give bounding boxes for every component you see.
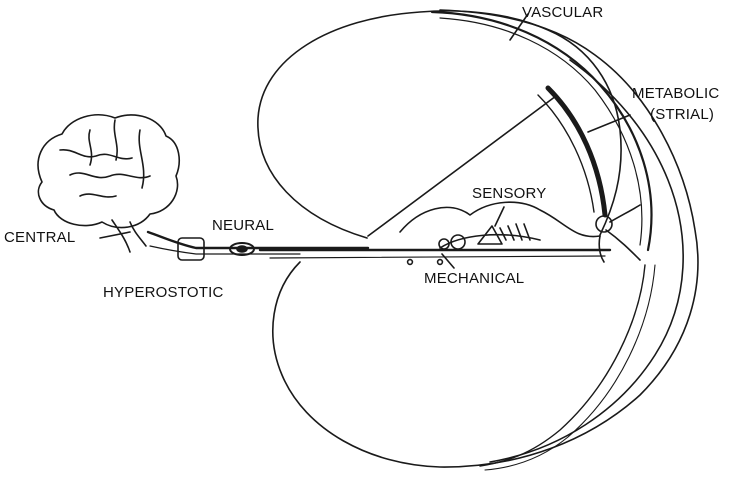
label-neural: NEURAL xyxy=(212,215,274,236)
cochlea-lower-lobe xyxy=(273,10,698,467)
sensory-leader xyxy=(495,207,504,226)
mechanical-dot-1 xyxy=(408,260,413,265)
central-leader xyxy=(100,232,130,238)
lower-vascular-band-2 xyxy=(485,265,655,470)
organ-of-corti-base xyxy=(440,235,540,248)
label-sensory: SENSORY xyxy=(472,183,546,204)
neural-lesion-core xyxy=(237,246,247,252)
lower-vascular-band xyxy=(480,265,645,466)
label-metabolic: METABOLIC xyxy=(632,83,719,104)
hair-cell-3 xyxy=(516,224,522,240)
label-vascular: VASCULAR xyxy=(522,2,603,23)
metabolic-leader xyxy=(588,115,630,132)
organ-of-corti xyxy=(400,202,600,236)
mechanical-dot-2 xyxy=(438,260,443,265)
vascular-band xyxy=(432,12,651,250)
reissner-membrane xyxy=(368,96,556,236)
label-central: CENTRAL xyxy=(4,227,75,248)
basilar-membrane-lower xyxy=(270,256,605,258)
spiral-ligament xyxy=(596,216,612,232)
cochlea-upper-lobe xyxy=(258,11,621,238)
hair-cell-2 xyxy=(508,226,514,240)
label-strial: (STRIAL) xyxy=(650,104,714,125)
label-hyperostotic: HYPEROSTOTIC xyxy=(103,282,223,303)
mechanical-leader xyxy=(442,254,454,268)
label-mechanical: MECHANICAL xyxy=(424,268,524,289)
